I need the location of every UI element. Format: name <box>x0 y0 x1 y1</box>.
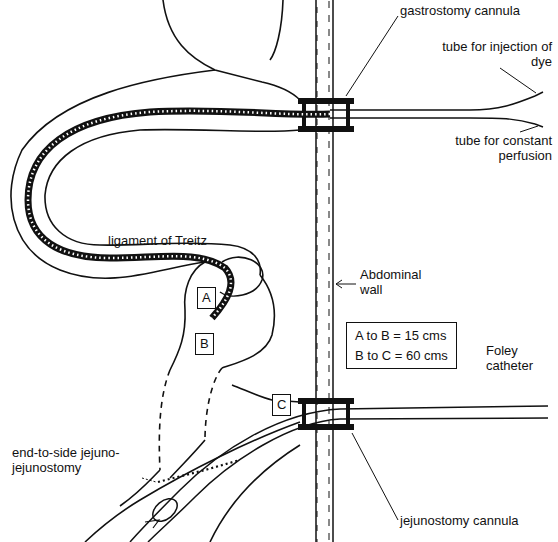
wall-label: Abdominal wall <box>360 268 436 298</box>
perfusion-tube <box>28 111 330 318</box>
cannula-label: gastrostomy cannula <box>400 4 550 19</box>
abdominal-wall <box>315 0 317 542</box>
tube-label: tube for constant perfusion <box>418 134 552 164</box>
callout-box: A <box>197 287 216 309</box>
jejunum-wall <box>85 422 300 542</box>
stomach-wall <box>270 0 283 60</box>
catheter-eye <box>145 520 159 528</box>
ligament-label: ligament of Treitz <box>108 234 248 249</box>
dimension-box: A to B = 15 cmsB to C = 60 cms <box>346 322 457 369</box>
jejunum-wall <box>205 368 222 440</box>
perfusion-tube-holes <box>28 111 330 318</box>
jejunum-wall <box>120 470 160 506</box>
anastomosis-suture <box>158 460 240 482</box>
abdominal-wall <box>316 0 333 542</box>
box-text: B to C = 60 cms <box>355 346 448 366</box>
callout-box: C <box>272 394 291 416</box>
cannula-label: jejunostomy cannula <box>400 514 550 529</box>
jejunum-wall <box>159 370 170 470</box>
callout-box: B <box>195 333 214 355</box>
box-text: A to B = 15 cms <box>355 326 448 346</box>
box-text: B <box>200 334 209 354</box>
tube-label: tube for injection of dye <box>418 40 552 70</box>
abdominal-wall <box>332 0 334 542</box>
catheter-label: Foley catheter <box>486 344 552 374</box>
stomach-wall <box>163 0 300 100</box>
constant-perfusion-tube <box>330 118 535 124</box>
leader-lines <box>142 16 538 520</box>
anastomosis-label: end-to-side jejuno-jejunostomy <box>12 446 142 476</box>
box-text: C <box>277 395 286 415</box>
box-text: A <box>202 288 211 308</box>
dye-tube <box>330 96 535 110</box>
jejunum-wall <box>210 445 300 542</box>
